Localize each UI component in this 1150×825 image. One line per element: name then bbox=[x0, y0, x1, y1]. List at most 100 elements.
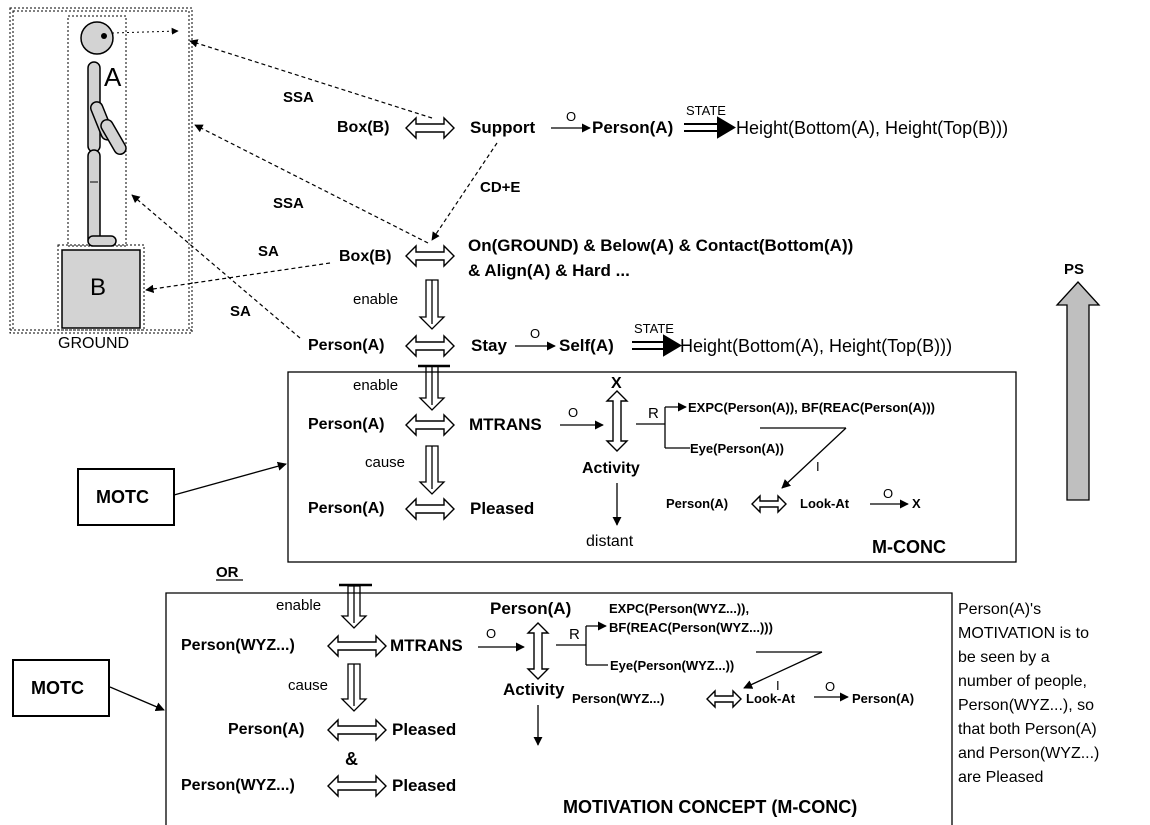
dual-arrow-6 bbox=[327, 634, 387, 658]
row1-o-mark: O bbox=[566, 109, 577, 124]
side-note: Person(A)'s MOTIVATION is to be seen by … bbox=[958, 601, 1100, 786]
ssa-arrow-top bbox=[189, 39, 433, 119]
ssa-label-top: SSA bbox=[283, 89, 314, 106]
mot-expc-1: EXPC(Person(WYZ...)), bbox=[609, 601, 750, 616]
person-leg bbox=[87, 149, 101, 246]
motc-box-2 bbox=[12, 659, 110, 717]
mot-person-a-top: Person(A) bbox=[490, 599, 572, 618]
motc-label-1: MOTC bbox=[96, 487, 149, 507]
mot-look-target: Person(A) bbox=[852, 691, 915, 706]
dual-arrow-9 bbox=[751, 494, 787, 514]
motivation-box bbox=[165, 592, 953, 825]
mot-person-wyz: Person(WYZ...) bbox=[181, 637, 295, 654]
mot-expc-2: BF(REAC(Person(WYZ...))) bbox=[609, 620, 773, 635]
mconc-person-1: Person(A) bbox=[308, 416, 385, 433]
mot-eye: Eye(Person(WYZ...)) bbox=[610, 658, 735, 673]
mconc-i-mark: I bbox=[816, 459, 820, 474]
mot-pleased-2: Pleased bbox=[392, 776, 457, 795]
state-arrow-1-head bbox=[717, 116, 736, 139]
row1-support: Support bbox=[470, 118, 536, 137]
cause-label-2: cause bbox=[288, 677, 329, 694]
row3-height: Height(Bottom(A), Height(Top(B))) bbox=[680, 336, 953, 356]
sa-arrow-box bbox=[145, 262, 331, 294]
mot-activity: Activity bbox=[503, 680, 565, 699]
mconc-person-2: Person(A) bbox=[308, 500, 385, 517]
row1-height: Height(Bottom(A), Height(Top(B))) bbox=[736, 118, 1009, 138]
sa-label-box: SA bbox=[258, 243, 279, 260]
i-arrow-1 bbox=[781, 427, 847, 489]
motc-arrow-1 bbox=[173, 461, 287, 496]
motc-arrow-2 bbox=[109, 686, 165, 711]
enable-label-2: enable bbox=[353, 377, 399, 394]
state-arrow-2-head bbox=[663, 334, 682, 357]
cde-arrow bbox=[431, 142, 498, 241]
person-head bbox=[80, 21, 114, 55]
mot-person-wyz-pleased: Person(WYZ...) bbox=[181, 777, 295, 794]
enable-arrow-1 bbox=[418, 279, 446, 330]
cause-label-1: cause bbox=[365, 454, 406, 471]
dual-arrow-3 bbox=[405, 334, 455, 358]
mconc-distant: distant bbox=[586, 533, 634, 550]
dual-arrow-4 bbox=[405, 413, 455, 437]
mot-r-mark: R bbox=[569, 626, 580, 643]
head-eye-line bbox=[111, 27, 179, 35]
sa-arrow-person bbox=[131, 194, 301, 339]
or-label: OR bbox=[216, 564, 239, 581]
mot-look-o-mark: O bbox=[825, 679, 836, 694]
ground-label: GROUND bbox=[58, 335, 130, 352]
enable-label-3: enable bbox=[276, 597, 322, 614]
mconc-person-look: Person(A) bbox=[666, 496, 729, 511]
mconc-x: X bbox=[611, 375, 622, 392]
mot-title: MOTIVATION CONCEPT (M-CONC) bbox=[563, 797, 858, 817]
dual-arrow-7 bbox=[327, 718, 387, 742]
mot-person-a-pleased: Person(A) bbox=[228, 721, 305, 738]
ssa-arrow-mid bbox=[194, 124, 429, 244]
row2-box: Box(B) bbox=[339, 248, 392, 265]
person-foot bbox=[87, 235, 117, 247]
mconc-look-o-mark: O bbox=[883, 486, 894, 501]
stick-figure-illustration bbox=[9, 7, 193, 334]
mot-look-at: Look-At bbox=[746, 691, 796, 706]
sa-label-person: SA bbox=[230, 303, 251, 320]
row3-self: Self(A) bbox=[559, 336, 614, 355]
mconc-activity: Activity bbox=[582, 460, 640, 477]
scene-frame-inner bbox=[12, 10, 190, 331]
box-b bbox=[61, 249, 141, 329]
mconc-eye: Eye(Person(A)) bbox=[690, 441, 784, 456]
mconc-look-target: X bbox=[912, 496, 921, 511]
ssa-label-mid: SSA bbox=[273, 195, 304, 212]
i-arrow-2 bbox=[743, 651, 823, 689]
mconc-pleased: Pleased bbox=[470, 499, 535, 518]
motc-box-1 bbox=[77, 468, 175, 526]
row3-state: STATE bbox=[634, 321, 674, 336]
dual-arrow-8 bbox=[327, 774, 387, 798]
row2-line1: On(GROUND) & Below(A) & Contact(Bottom(A… bbox=[468, 236, 854, 255]
person-forearm bbox=[100, 118, 127, 155]
mconc-r-mark: R bbox=[648, 405, 659, 422]
label-b: B bbox=[90, 274, 107, 301]
label-a: A bbox=[104, 62, 122, 92]
enable-arrow-2 bbox=[418, 365, 446, 411]
ps-label: PS bbox=[1064, 261, 1085, 278]
head-dot bbox=[101, 33, 107, 39]
vertical-dual-arrow-1 bbox=[605, 390, 629, 452]
box-bounding-box bbox=[57, 244, 145, 331]
cde-label: CD+E bbox=[480, 179, 521, 196]
mot-mtrans: MTRANS bbox=[390, 636, 463, 655]
ps-arrow bbox=[1055, 281, 1101, 501]
enable-arrow-3 bbox=[340, 585, 368, 629]
mconc-mtrans: MTRANS bbox=[469, 415, 542, 434]
mconc-o-mark: O bbox=[568, 405, 579, 420]
mot-o-mark: O bbox=[486, 626, 497, 641]
mot-i-mark: I bbox=[776, 678, 780, 693]
dual-arrow-2 bbox=[405, 244, 455, 268]
mot-amp: & bbox=[345, 749, 358, 769]
enable-label-1: enable bbox=[353, 291, 399, 308]
cause-arrow-2 bbox=[340, 663, 368, 712]
mconc-title: M-CONC bbox=[872, 537, 946, 557]
mot-person-look: Person(WYZ...) bbox=[572, 691, 665, 706]
row2-line2: & Align(A) & Hard ... bbox=[468, 261, 630, 280]
vertical-dual-arrow-2 bbox=[526, 622, 550, 680]
